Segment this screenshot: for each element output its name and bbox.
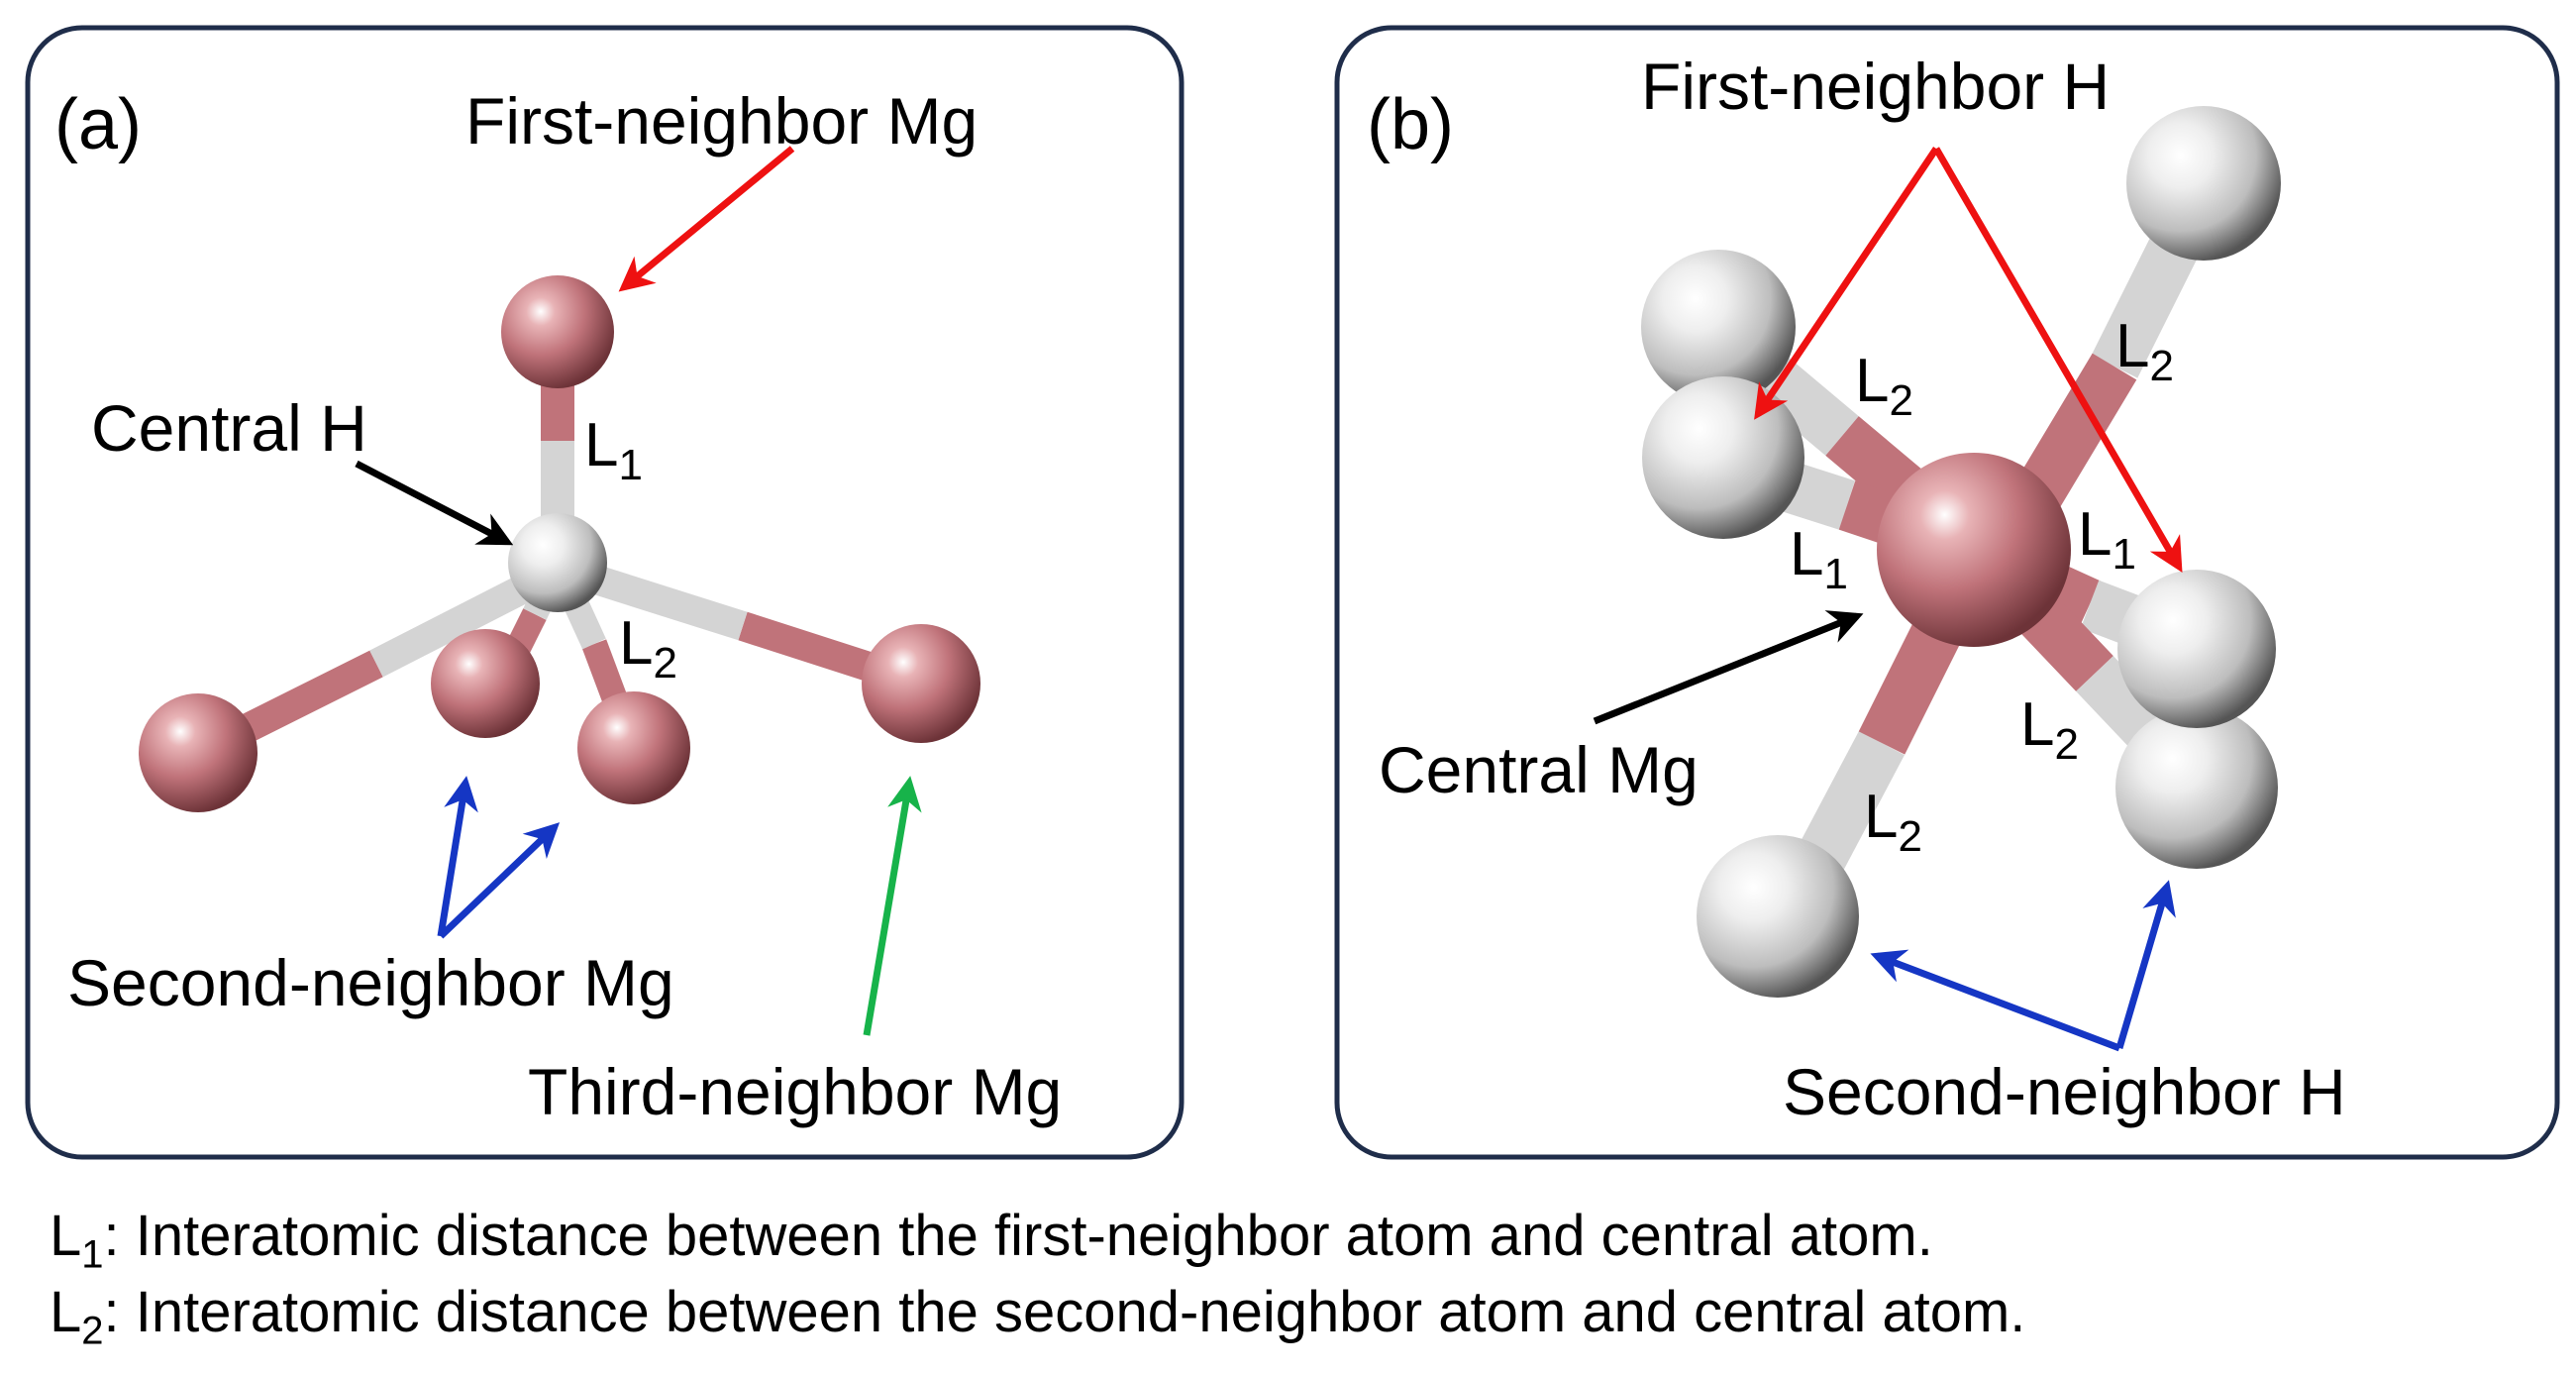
panel-a: L1 L2 (a) First-neighbor Mg Central H Se…: [25, 25, 1185, 1160]
third-neighbor-label: Third-neighbor Mg: [528, 1055, 1062, 1128]
first-neighbor-mg-atom: [501, 275, 614, 388]
bond-label-l2-lower-left: L2: [1864, 783, 1922, 861]
second-neighbor-mg-atom: [577, 691, 690, 804]
panel-b-tag: (b): [1367, 85, 1454, 164]
second-neighbor-mg-atom: [431, 629, 540, 738]
panel-a-tag: (a): [54, 85, 142, 164]
first-neighbor-label: First-neighbor Mg: [465, 84, 978, 158]
panel-b: L2 L2 L1 L1 L2 L2 (b) First-neighbor H C…: [1334, 25, 2560, 1160]
legend-subscript: 1: [81, 1232, 104, 1277]
legend-symbol: L: [50, 1280, 82, 1344]
first-neighbor-arrow-left: [1754, 147, 1939, 420]
second-neighbor-h-atom-upper-left: [1641, 250, 1796, 404]
second-neighbor-arrow-branch: [438, 822, 561, 939]
third-neighbor-arrow: [863, 776, 922, 1036]
second-neighbor-arrow-base: [437, 776, 478, 937]
bond-label-l2-upper-left: L2: [1855, 347, 1913, 425]
central-mg-atom: [1877, 453, 2071, 647]
central-arrow: [355, 460, 514, 546]
bond-label-l2: L2: [619, 609, 677, 688]
bond-label-l2-upper-right: L2: [2115, 312, 2174, 390]
second-neighbor-h-atom-upper-right: [2126, 106, 2281, 261]
bond-label-l2-lower-right: L2: [2020, 690, 2079, 769]
bond-label-l1-left: L1: [1790, 520, 1848, 598]
second-neighbor-h-atom-lower-right: [2115, 706, 2278, 869]
central-h-atom: [508, 513, 607, 612]
legend-subscript: 2: [81, 1309, 104, 1353]
legend-symbol: L: [50, 1204, 82, 1268]
bond-label-l1: L1: [584, 411, 643, 489]
legend-line-2: L2: Interatomic distance between the sec…: [50, 1278, 2565, 1366]
first-neighbor-arrow: [618, 146, 795, 292]
first-neighbor-h-atom-right: [2117, 570, 2276, 728]
first-neighbor-arrow-right: [1932, 147, 2183, 574]
first-neighbor-h-atom-left: [1642, 376, 1804, 539]
second-neighbor-h-atom-lower-left: [1697, 835, 1859, 998]
third-neighbor-mg-atom-left: [139, 693, 258, 812]
legend-line-1: L1: Interatomic distance between the fir…: [50, 1202, 2565, 1290]
third-neighbor-mg-atom: [862, 624, 980, 743]
second-neighbor-label: Second-neighbor H: [1783, 1055, 2346, 1128]
legend-text: : Interatomic distance between the secon…: [103, 1280, 2026, 1344]
central-arrow: [1593, 610, 1864, 725]
bond-label-l1-right: L1: [2078, 500, 2136, 579]
first-neighbor-label: First-neighbor H: [1641, 50, 2110, 123]
second-neighbor-arrow-right: [2115, 880, 2176, 1049]
legend-text: : Interatomic distance between the first…: [103, 1204, 1933, 1268]
second-neighbor-arrow-left: [1870, 949, 2121, 1052]
second-neighbor-label: Second-neighbor Mg: [67, 946, 674, 1019]
central-label: Central H: [91, 391, 367, 465]
central-label: Central Mg: [1379, 733, 1699, 806]
